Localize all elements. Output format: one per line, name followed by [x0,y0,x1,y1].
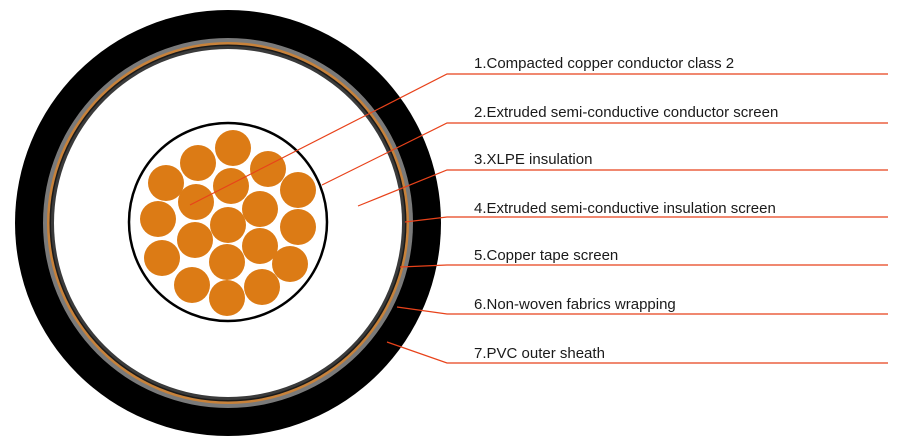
leader-line-1 [189,73,888,206]
copper-strand [280,209,316,245]
leader-line-3 [357,169,888,207]
copper-strand [250,151,286,187]
label-non-woven-wrapping: 6.Non-woven fabrics wrapping [474,296,676,313]
copper-strand [148,165,184,201]
leader-line-2 [321,122,888,186]
copper-strand [209,280,245,316]
label-pvc-outer-sheath: 7.PVC outer sheath [474,345,605,362]
label-conductor-screen: 2.Extruded semi-conductive conductor scr… [474,104,779,121]
copper-strand [280,172,316,208]
label-xlpe-insulation: 3.XLPE insulation [474,151,593,168]
copper-strand [140,201,176,237]
copper-strand [242,228,278,264]
copper-strand [144,240,180,276]
copper-strand [174,267,210,303]
label-insulation-screen: 4.Extruded semi-conductive insulation sc… [474,200,776,217]
copper-strand [215,130,251,166]
copper-conductor-strands [140,130,316,316]
copper-strand [177,222,213,258]
leader-line-5 [399,264,888,268]
label-compacted-copper-conductor: 1.Compacted copper conductor class 2 [474,55,735,72]
copper-strand [180,145,216,181]
copper-strand [209,244,245,280]
leader-line-6 [396,306,888,315]
label-copper-tape-screen: 5.Copper tape screen [474,247,619,264]
copper-strand [210,207,246,243]
copper-strand [244,269,280,305]
leader-lines [189,73,888,364]
copper-strand [272,246,308,282]
leader-line-4 [404,216,888,223]
leader-line-7 [386,341,888,364]
copper-strand [213,168,249,204]
copper-strand [242,191,278,227]
